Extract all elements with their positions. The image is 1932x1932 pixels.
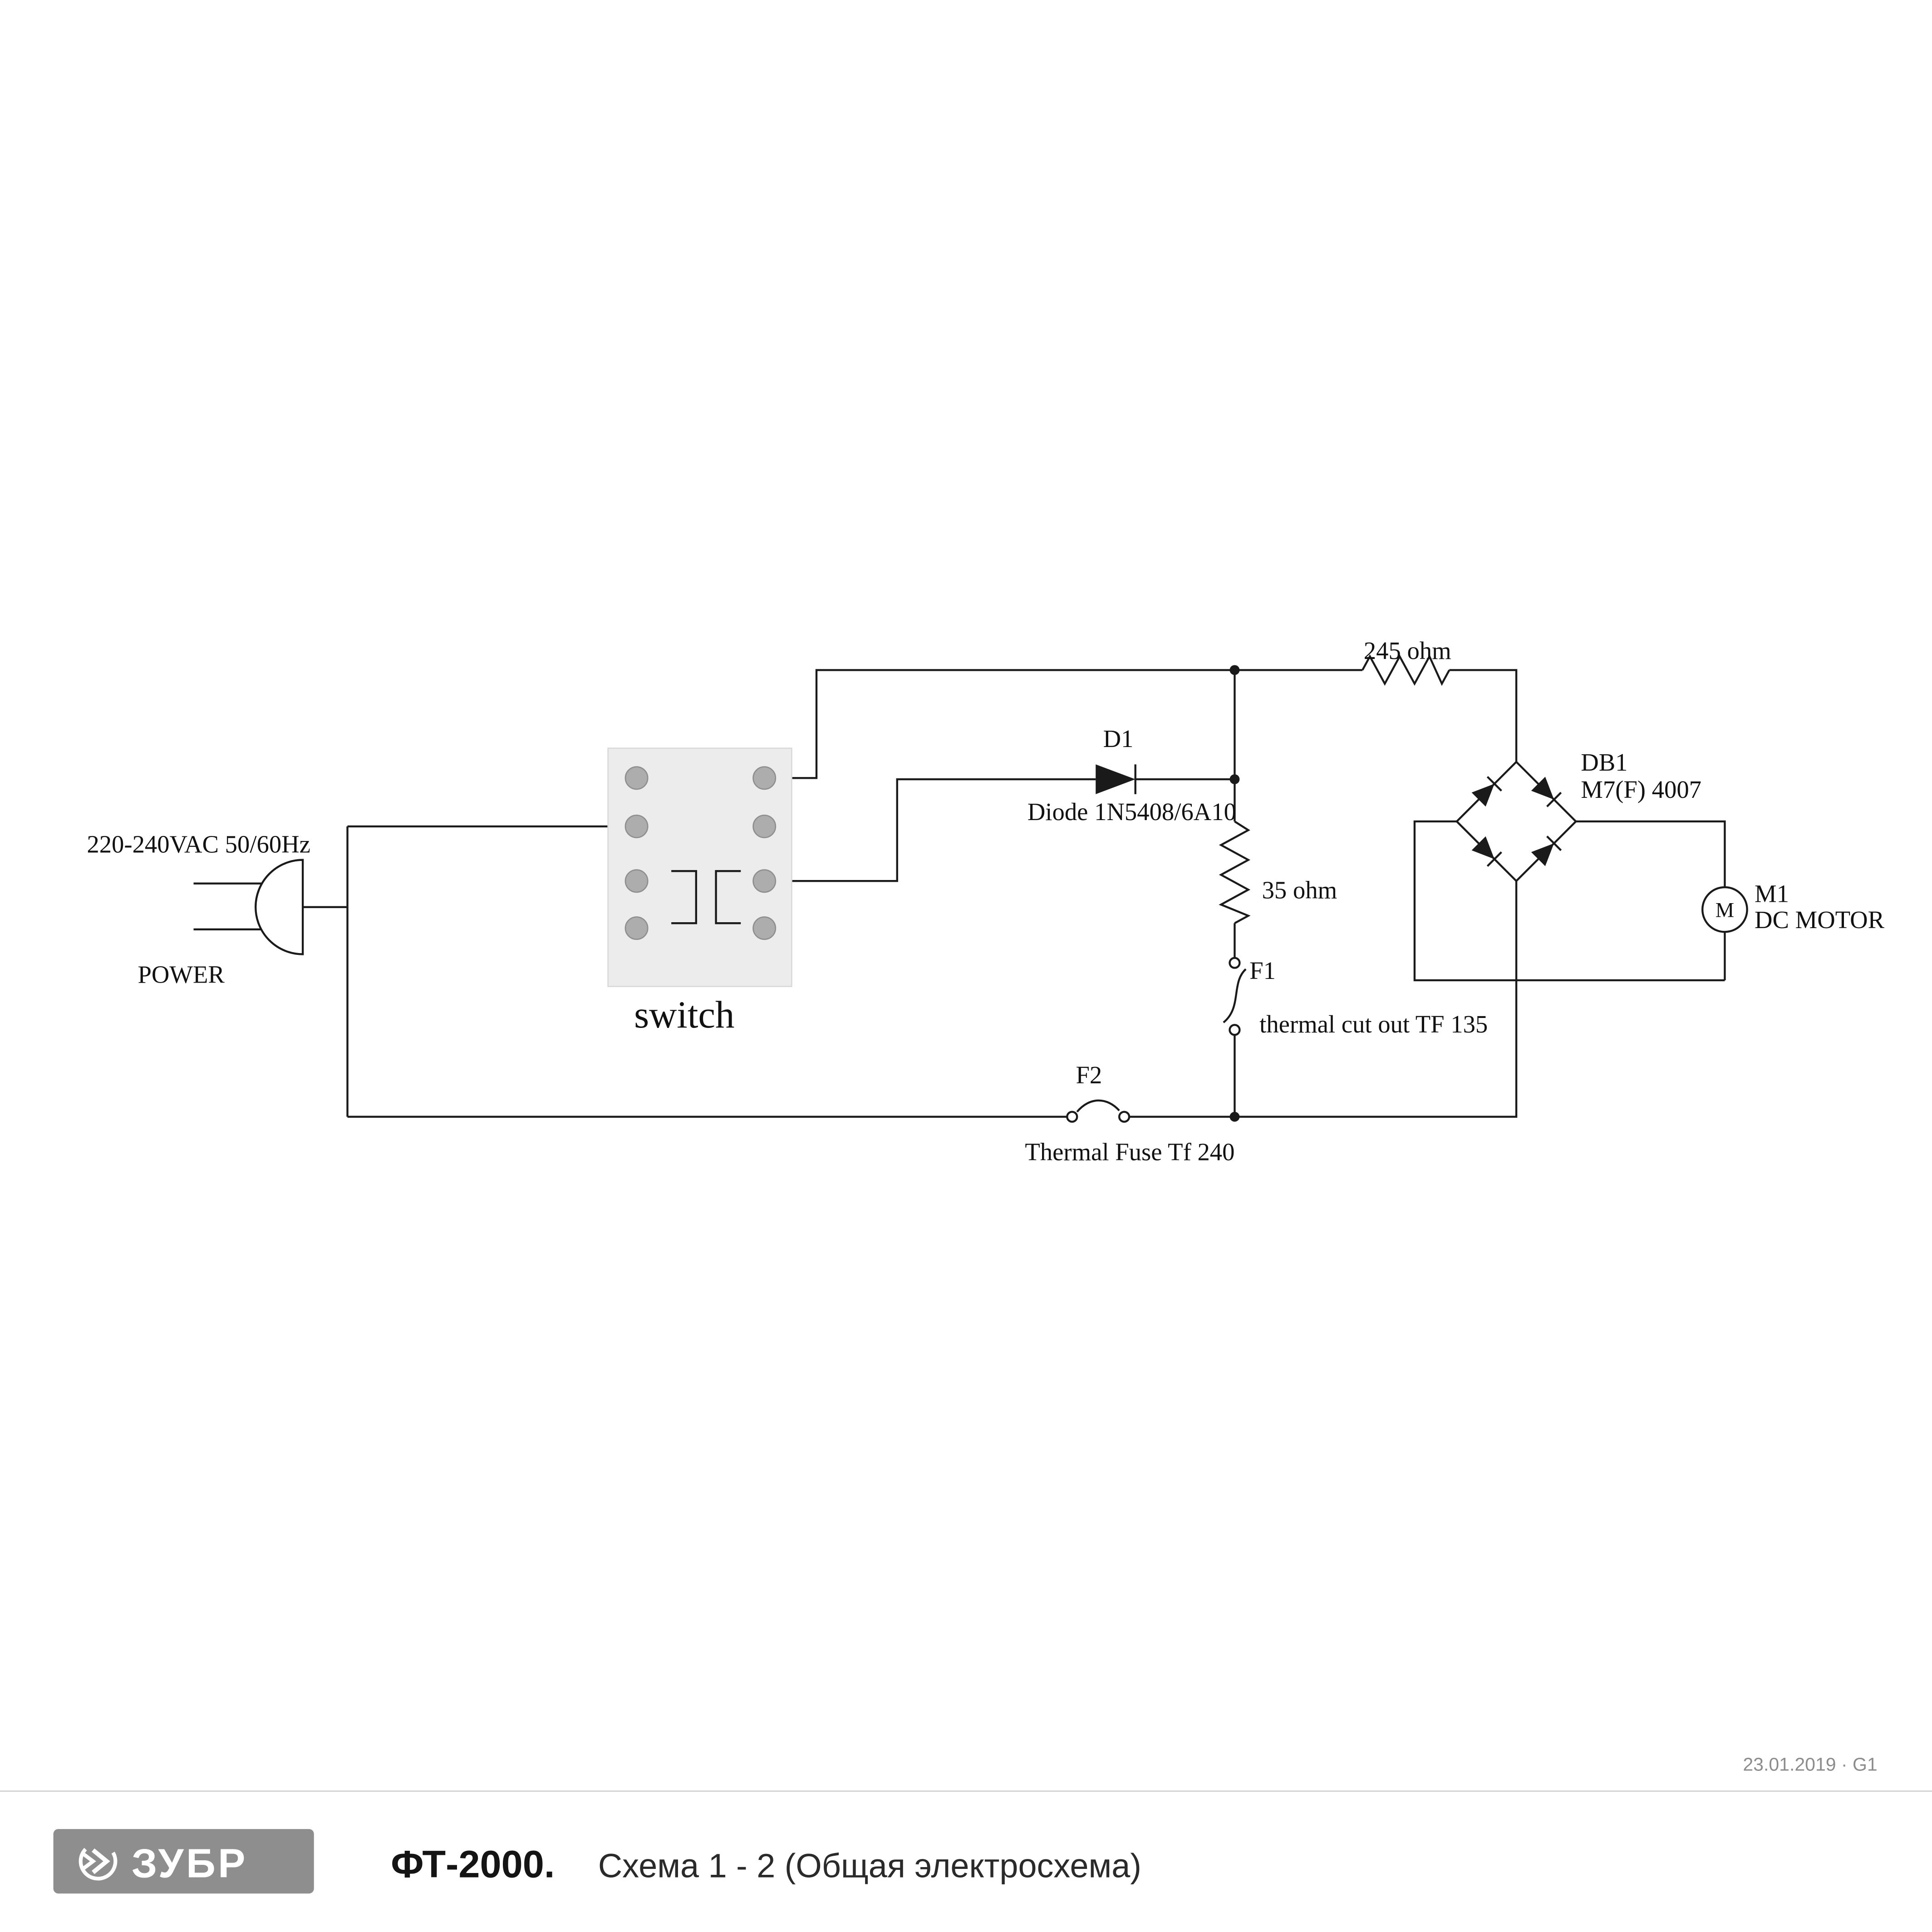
m1-desc-label: DC MOTOR [1755, 906, 1885, 934]
resistor-245-label: 245 ohm [1364, 637, 1451, 664]
switch-pin [752, 814, 777, 838]
junction-dot [1229, 774, 1240, 784]
schema-subtitle: Схема 1 - 2 (Общая электросхема) [598, 1847, 1141, 1885]
thermal-cutout-f1-icon [1223, 957, 1247, 1036]
f2-desc-label: Thermal Fuse Tf 240 [1025, 1138, 1234, 1165]
switch-pins [624, 766, 777, 940]
resistor-35-icon [1219, 821, 1251, 924]
bridge-diode-icon [1471, 776, 1502, 807]
bridge-diamond [1455, 760, 1578, 883]
top-rail-wire [764, 669, 1363, 779]
switch-pin [624, 916, 649, 940]
zubr-logo: ЗУБР [53, 1829, 314, 1894]
model-title: ФТ-2000. [391, 1843, 555, 1886]
motor-m1-icon: M [1701, 886, 1748, 933]
m1-ref-label: M1 [1755, 880, 1789, 908]
switch-pin [624, 814, 649, 838]
f1-ref-label: F1 [1249, 957, 1276, 984]
f1-terminal [1229, 1024, 1241, 1036]
f1-terminal [1229, 957, 1241, 969]
date-note: 23.01.2019 · G1 [1743, 1754, 1877, 1775]
d1-ref-label: D1 [1103, 725, 1134, 752]
switch-contact-icon [671, 870, 698, 924]
motor-symbol-label: M [1716, 899, 1734, 922]
bridge-diode-icon [1471, 836, 1502, 867]
resistor-35-label: 35 ohm [1262, 876, 1337, 904]
bridge-minus-wire [1413, 820, 1725, 982]
switch-pin [752, 766, 777, 790]
resistor-245-icon [1362, 654, 1450, 686]
bottom-rail-right-wire [1129, 881, 1518, 1118]
bridge-rectifier-db1-icon [1455, 760, 1578, 883]
f1-blade [1223, 968, 1247, 1023]
diode-branch-wire [764, 778, 1096, 882]
thermal-fuse-f2-icon [1066, 1099, 1131, 1123]
switch-contact-icon [715, 870, 741, 924]
f2-terminal [1066, 1111, 1078, 1123]
switch-block [607, 747, 792, 987]
switch-pin [624, 869, 649, 893]
db1-desc-label: M7(F) 4007 [1581, 776, 1701, 803]
power-rating-label: 220-240VAC 50/60Hz [87, 830, 310, 858]
motor-circle [1701, 886, 1748, 933]
power-plug-icon [193, 859, 348, 955]
power-label: POWER [138, 960, 225, 988]
d1-desc-label: Diode 1N5408/6A10 [1027, 798, 1236, 826]
switch-label: switch [634, 993, 734, 1036]
bridge-diode-icon [1531, 836, 1562, 866]
junction-dot [1229, 1111, 1240, 1122]
diode-triangle [1096, 764, 1136, 794]
bridge-diode-icon [1531, 777, 1562, 807]
switch-pin [752, 869, 777, 893]
top-rail-wire-right [1449, 669, 1518, 762]
switch-pin [752, 916, 777, 940]
f2-terminal [1118, 1111, 1131, 1123]
bridge-plus-wire [1576, 820, 1726, 887]
db1-ref-label: DB1 [1581, 748, 1627, 776]
brand-text: ЗУБР [132, 1841, 248, 1887]
f1-desc-label: thermal cut out TF 135 [1259, 1010, 1488, 1038]
f2-blade [1076, 1099, 1120, 1113]
plug-body [255, 859, 304, 955]
junction-dot [1229, 665, 1240, 675]
switch-pin [624, 766, 649, 790]
diode-d1-icon [1096, 764, 1136, 794]
circuit-wires [346, 669, 1726, 1118]
logo-background [53, 1829, 314, 1894]
f2-ref-label: F2 [1076, 1061, 1102, 1089]
